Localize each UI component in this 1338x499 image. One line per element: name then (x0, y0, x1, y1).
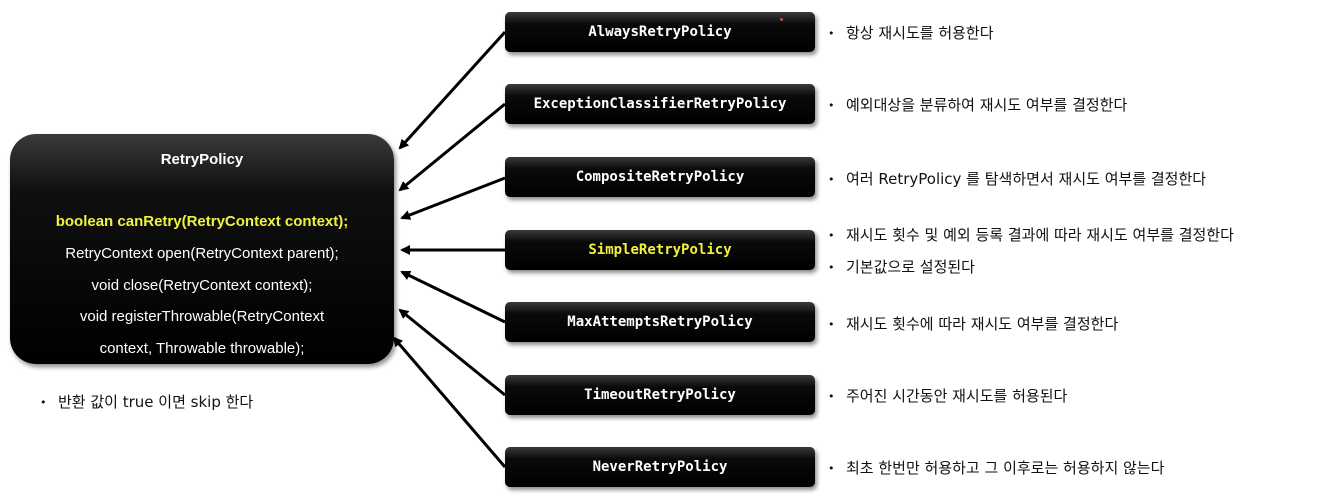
desc-max-attempts: •재시도 횟수에 따라 재시도 여부를 결정한다 (828, 315, 1119, 333)
bullet-icon: • (828, 27, 835, 40)
desc-composite: •여러 RetryPolicy 를 탐색하면서 재시도 여부를 결정한다 (828, 170, 1207, 188)
method-register-throwable-line2: context, Throwable throwable); (99, 340, 305, 357)
arrow-always (398, 30, 507, 150)
desc-exception-classifier: •예외대상을 분류하여 재시도 여부를 결정한다 (828, 96, 1128, 114)
policy-box-always: AlwaysRetryPolicy (505, 12, 815, 52)
policy-box-composite: CompositeRetryPolicy (505, 157, 815, 197)
desc-always: •항상 재시도를 허용한다 (828, 24, 994, 42)
method-can-retry: boolean canRetry(RetryContext context); (55, 213, 349, 230)
method-close: void close(RetryContext context); (91, 277, 313, 294)
arrow-max-attempts (400, 270, 506, 324)
policy-box-never: NeverRetryPolicy (505, 447, 815, 487)
bullet-icon: • (828, 229, 835, 242)
policy-box-exception-classifier: ExceptionClassifierRetryPolicy (505, 84, 815, 124)
desc-simple-line2: •기본값으로 설정된다 (828, 258, 975, 276)
retry-policy-title: RetryPolicy (160, 151, 244, 168)
bullet-icon: • (828, 99, 835, 112)
bullet-icon: • (828, 318, 835, 331)
policy-box-max-attempts: MaxAttemptsRetryPolicy (505, 302, 815, 342)
arrow-exception-classifier (398, 102, 506, 192)
arrow-composite (400, 176, 506, 220)
bullet-icon: • (828, 261, 835, 274)
retry-policy-box: RetryPolicy boolean canRetry(RetryContex… (10, 134, 394, 364)
bullet-icon: • (828, 173, 835, 186)
method-register-throwable-line1: void registerThrowable(RetryContext (79, 308, 325, 325)
method-open: RetryContext open(RetryContext parent); (65, 245, 339, 262)
decorative-dot (780, 18, 783, 21)
desc-timeout: •주어진 시간동안 재시도를 허용된다 (828, 387, 1068, 405)
note-text: 반환 값이 true 이면 skip 한다 (58, 393, 254, 411)
bullet-icon: • (828, 462, 835, 475)
arrow-never (392, 336, 507, 468)
desc-simple-line1: •재시도 횟수 및 예외 등록 결과에 따라 재시도 여부를 결정한다 (828, 226, 1234, 244)
return-value-note: • 반환 값이 true 이면 skip 한다 (40, 391, 253, 412)
bullet-icon: • (828, 390, 835, 403)
arrow-timeout (398, 308, 506, 397)
desc-never: •최초 한번만 허용하고 그 이후로는 허용하지 않는다 (828, 459, 1165, 477)
policy-box-simple: SimpleRetryPolicy (505, 230, 815, 270)
bullet-icon: • (40, 396, 47, 409)
policy-box-timeout: TimeoutRetryPolicy (505, 375, 815, 415)
